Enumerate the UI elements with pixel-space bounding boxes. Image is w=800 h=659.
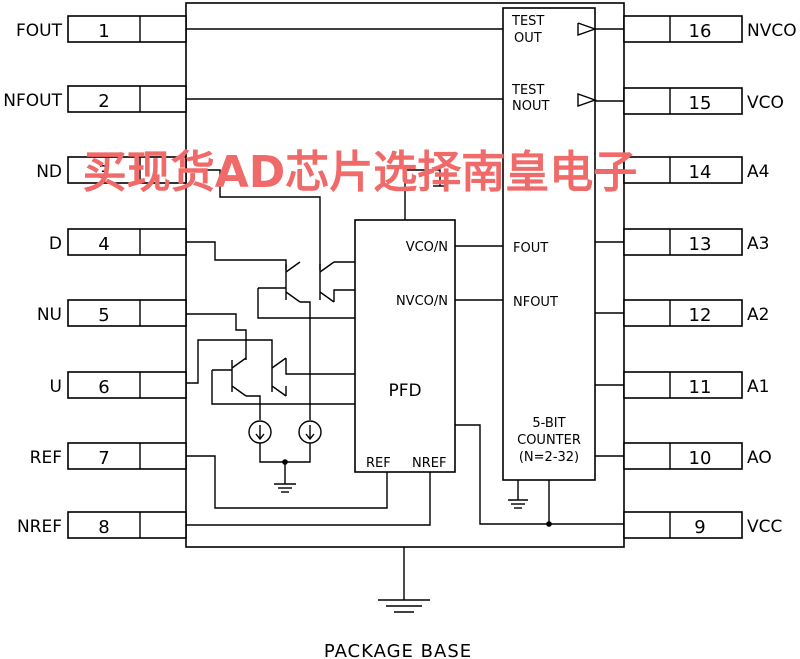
left-pins: FOUT 1 NFOUT 2 ND 3 D 4 NU 5 xyxy=(3,15,187,539)
counter-test-nout-line2: NOUT xyxy=(512,99,549,114)
pfd-vco-n-label: VCO/N xyxy=(406,240,448,255)
counter-test-out-line2: OUT xyxy=(514,31,542,46)
pin-16-number: 16 xyxy=(689,21,712,42)
pfd-block xyxy=(354,219,456,473)
counter-test-nout-line1: TEST xyxy=(511,83,544,98)
counter-label-line1: 5-BIT xyxy=(532,416,565,431)
wiring xyxy=(186,28,624,613)
counter-label-line3: (N=2-32) xyxy=(519,450,579,465)
pin-2: NFOUT 2 xyxy=(3,85,187,113)
lower-transistor-pair xyxy=(211,357,355,420)
vcc-junction-dot xyxy=(546,521,552,527)
pin-7: REF 7 xyxy=(30,442,187,470)
pin-10: 10 AO xyxy=(623,442,772,470)
pin-4-name: D xyxy=(49,234,62,254)
pin-14-name: A4 xyxy=(747,162,769,182)
pin-5: NU 5 xyxy=(37,299,187,327)
pin-14-number: 14 xyxy=(689,162,712,183)
pin-9-name: VCC xyxy=(747,517,782,537)
pin-5-number: 5 xyxy=(98,305,109,326)
pin-1-name: FOUT xyxy=(16,21,63,41)
package-base-label: PACKAGE BASE xyxy=(324,641,472,659)
pin-3-name: ND xyxy=(36,162,62,182)
pin-3: ND 3 xyxy=(36,156,187,184)
pin-8-name: NREF xyxy=(17,517,62,537)
pin-6-name: U xyxy=(50,377,62,397)
test-nout-inverter-icon xyxy=(577,93,598,107)
pfd-nref-label: NREF xyxy=(412,456,446,471)
pin-11-name: A1 xyxy=(747,377,769,397)
pin-15-name: VCO xyxy=(747,93,784,113)
pin-5-name: NU xyxy=(37,305,62,325)
pin-4: D 4 xyxy=(49,228,187,256)
pin-4-number: 4 xyxy=(98,234,109,255)
pin-7-name: REF xyxy=(30,448,62,468)
pin-15: 15 VCO xyxy=(623,87,784,115)
pin-11: 11 A1 xyxy=(623,371,769,399)
pin-9-number: 9 xyxy=(694,517,705,538)
pin-1: FOUT 1 xyxy=(16,15,187,43)
pin-16: 16 NVCO xyxy=(623,15,797,43)
pin-8: NREF 8 xyxy=(17,511,187,539)
pin-6-number: 6 xyxy=(98,377,109,398)
pin-14: 14 A4 xyxy=(623,156,769,184)
pin-13-name: A3 xyxy=(747,234,769,254)
pin-12: 12 A2 xyxy=(623,299,769,327)
counter-fout-label: FOUT xyxy=(513,241,548,256)
pfd-ref-label: REF xyxy=(366,456,391,471)
test-out-inverter-icon xyxy=(577,22,596,36)
pin-10-name: AO xyxy=(747,448,772,468)
pin-6: U 6 xyxy=(50,371,187,399)
pin-3-number: 3 xyxy=(98,162,109,183)
pin-11-number: 11 xyxy=(689,377,712,398)
pin-13-number: 13 xyxy=(689,234,712,255)
pin-7-number: 7 xyxy=(98,448,109,469)
pin-10-number: 10 xyxy=(689,448,712,469)
pin-8-number: 8 xyxy=(98,517,109,538)
counter-nfout-label: NFOUT xyxy=(513,295,558,310)
pin-12-number: 12 xyxy=(689,305,712,326)
counter-test-out-line1: TEST xyxy=(511,14,544,29)
pin-16-name: NVCO xyxy=(747,21,797,41)
pin-9: 9 VCC xyxy=(623,511,782,539)
watermark: 买现货AD芯片选择南皇电子 xyxy=(83,147,638,198)
pfd-title: PFD xyxy=(388,381,421,401)
counter-label-line2: COUNTER xyxy=(517,433,581,448)
right-pins: 16 NVCO 15 VCO 14 A4 13 A3 12 A2 xyxy=(623,15,797,539)
pin-1-number: 1 xyxy=(98,21,109,42)
pin-15-number: 15 xyxy=(689,93,712,114)
upper-transistor-pair xyxy=(257,261,355,420)
pin-2-name: NFOUT xyxy=(3,91,62,111)
pin-13: 13 A3 xyxy=(623,228,769,256)
pfd-nvco-n-label: NVCO/N xyxy=(396,294,448,309)
pin-12-name: A2 xyxy=(747,305,769,325)
counter-block xyxy=(502,7,596,481)
pin-2-number: 2 xyxy=(98,91,109,112)
